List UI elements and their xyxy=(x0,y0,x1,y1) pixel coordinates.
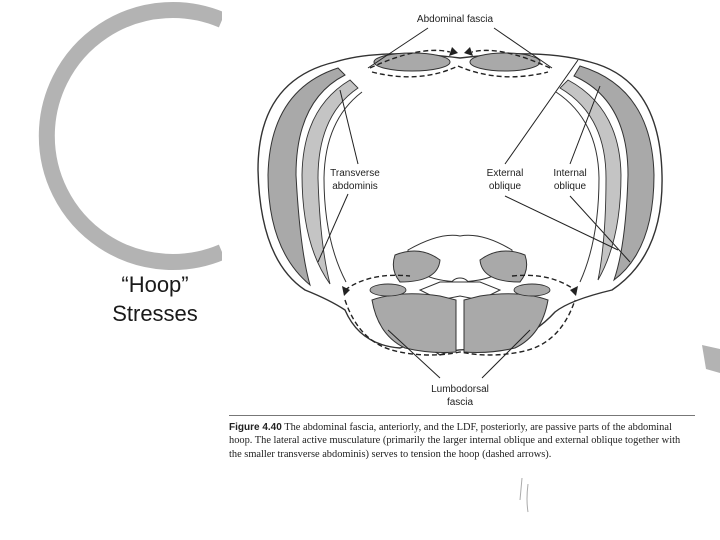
left-paraspinal xyxy=(371,293,457,353)
label-transverse-line2: abdominis xyxy=(332,181,378,192)
label-internal-line1: Internal xyxy=(553,168,586,179)
anterior-arrow-lower xyxy=(371,65,549,78)
posterior-arrow-upper xyxy=(344,274,576,291)
label-lumbodorsal-line2: fascia xyxy=(447,397,474,408)
anterior-arrow-upper-right xyxy=(471,49,551,69)
caption-text: The abdominal fascia, anteriorly, and th… xyxy=(229,422,681,460)
anterior-arrowhead-upper-left xyxy=(449,47,458,56)
anterior-arrowhead-upper-right xyxy=(464,47,473,56)
label-abdominal-fascia: Abdominal fascia xyxy=(417,14,494,25)
slide-title-line2: Stresses xyxy=(112,301,198,326)
slide-title: “Hoop” Stresses xyxy=(96,270,214,328)
label-lumbodorsal-line1: Lumbodorsal xyxy=(431,384,489,395)
caption-rule xyxy=(229,415,695,416)
label-external-line2: oblique xyxy=(489,181,522,192)
posterior-arrowhead-left xyxy=(342,286,350,296)
left-quadratus xyxy=(369,283,407,297)
label-external-line1: External xyxy=(487,168,524,179)
label-transverse-line1: Transverse xyxy=(330,168,380,179)
posterior-arrow-lower xyxy=(344,299,576,356)
leader-lines xyxy=(317,27,631,379)
label-internal-line2: oblique xyxy=(554,181,587,192)
right-muscle-inner xyxy=(555,91,600,283)
left-muscle-inner xyxy=(323,91,363,283)
right-rectus xyxy=(469,52,541,72)
scan-artifact xyxy=(519,477,529,513)
figure-caption: Figure 4.40 The abdominal fascia, anteri… xyxy=(229,421,695,461)
corner-decoration xyxy=(702,345,720,373)
left-muscle-middle xyxy=(301,79,359,285)
ring-arc xyxy=(38,2,226,270)
decorative-ring xyxy=(38,0,230,290)
right-quadratus xyxy=(513,283,551,297)
right-paraspinal xyxy=(463,293,549,353)
left-muscle-outer xyxy=(267,67,346,287)
caption-number: Figure 4.40 xyxy=(229,422,282,433)
right-muscle-middle xyxy=(559,79,622,281)
anterior-arrow-upper-left xyxy=(369,49,451,69)
right-muscle-outer xyxy=(573,65,655,282)
slide-title-line1: “Hoop” xyxy=(121,272,189,297)
posterior-arrowhead-right xyxy=(570,286,578,296)
